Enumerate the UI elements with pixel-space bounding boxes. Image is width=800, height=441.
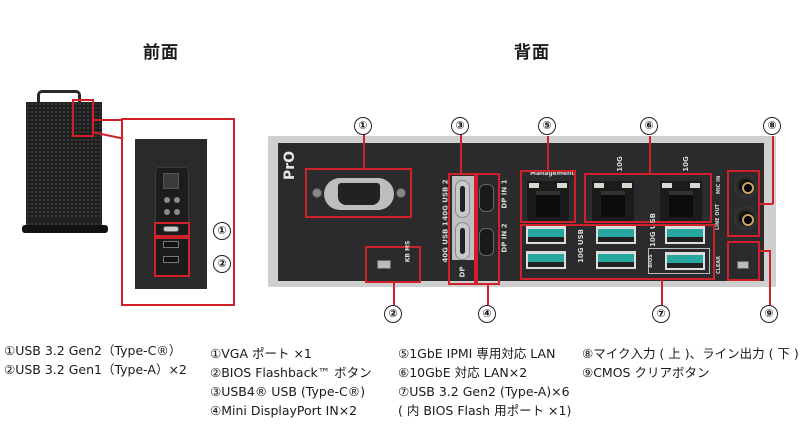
legend-item: ②USB 3.2 Gen1（Type-A）×2 bbox=[4, 362, 187, 377]
legend-back-col3: ⑧マイク入力 ( 上 )、ライン出力 ( 下 ) ⑨CMOS クリアボタン bbox=[582, 344, 799, 382]
lan-10g-label: 10G bbox=[681, 156, 690, 172]
lan-10g-port-1 bbox=[592, 181, 634, 223]
lan-10g-port-2 bbox=[660, 181, 702, 223]
callout-number-2: ② bbox=[384, 305, 402, 323]
usb-a-highlight bbox=[520, 224, 715, 280]
front-usb-c-port bbox=[163, 226, 179, 232]
callout-number-2: ② bbox=[213, 255, 231, 273]
tower-foot bbox=[22, 225, 108, 233]
callout-line bbox=[760, 203, 773, 205]
callout-number-9: ⑨ bbox=[760, 305, 778, 323]
brand-logo: PrO bbox=[282, 150, 298, 180]
usb-a-port bbox=[526, 251, 566, 269]
usb-a-port bbox=[526, 226, 566, 244]
callout-number-8: ⑧ bbox=[763, 117, 781, 135]
legend-item: ⑦USB 3.2 Gen2 (Type-A)×6 bbox=[398, 384, 570, 399]
legend-item: ⑤1GbE IPMI 専用対応 LAN bbox=[398, 346, 556, 361]
management-label: Management bbox=[530, 170, 575, 177]
callout-line bbox=[769, 250, 771, 305]
legend-back-col2: ⑤1GbE IPMI 専用対応 LAN ⑥10GbE 対応 LAN×2 ⑦USB… bbox=[398, 344, 571, 420]
cmos-highlight bbox=[727, 241, 760, 281]
usb-a-port bbox=[665, 226, 705, 244]
legend-front: ①USB 3.2 Gen2（Type-C®） ②USB 3.2 Gen1（Typ… bbox=[4, 341, 187, 379]
callout-line bbox=[92, 119, 123, 121]
legend-item: ②BIOS Flashback™ ボタン bbox=[210, 365, 372, 380]
ipmi-lan-port bbox=[527, 181, 569, 223]
front-io-zoom-frame bbox=[121, 118, 235, 306]
callout-number-7: ⑦ bbox=[652, 305, 670, 323]
callout-line bbox=[649, 136, 651, 173]
usb4-port-2 bbox=[455, 180, 470, 218]
mic-in-label: MIC IN bbox=[716, 175, 723, 195]
lan-10g-label: 10G bbox=[615, 156, 624, 172]
tower-body bbox=[26, 102, 102, 228]
clear-label: CLEAR bbox=[716, 256, 722, 274]
callout-line bbox=[460, 132, 462, 173]
callout-number-3: ③ bbox=[451, 117, 469, 135]
front-usb-c-highlight bbox=[154, 222, 190, 237]
legend-item: ①USB 3.2 Gen2（Type-C®） bbox=[4, 343, 182, 358]
vga-port bbox=[312, 178, 406, 210]
legend-item: ⑧マイク入力 ( 上 )、ライン出力 ( 下 ) bbox=[582, 346, 799, 361]
mini-dp-highlight bbox=[476, 173, 500, 285]
front-io-highlight bbox=[72, 99, 94, 137]
legend-item: ①VGA ポート ×1 bbox=[210, 346, 312, 361]
front-usb-a-highlight bbox=[154, 237, 190, 277]
callout-number-6: ⑥ bbox=[640, 117, 658, 135]
usb4-port-1 bbox=[455, 222, 470, 260]
callout-number-5: ⑤ bbox=[538, 117, 556, 135]
legend-item: ④Mini DisplayPort IN×2 bbox=[210, 403, 358, 418]
lan-10g-highlight bbox=[584, 173, 712, 223]
callout-line bbox=[661, 280, 663, 305]
front-usb-a-port bbox=[163, 256, 179, 263]
callout-number-1: ① bbox=[354, 117, 372, 135]
bios-flashback-highlight bbox=[365, 246, 421, 283]
vga-screw bbox=[396, 188, 406, 198]
vga-highlight bbox=[305, 168, 412, 218]
line-out-jack bbox=[736, 208, 756, 228]
tower-foot-upper bbox=[28, 218, 102, 222]
power-button bbox=[163, 173, 179, 189]
led-indicator bbox=[164, 197, 170, 203]
ipmi-lan-highlight bbox=[520, 170, 576, 223]
callout-number-4: ④ bbox=[478, 305, 496, 323]
callout-line bbox=[393, 283, 395, 305]
kb-ms-label: KB MS bbox=[404, 240, 412, 263]
tower-handle bbox=[37, 90, 81, 104]
callout-number-1: ① bbox=[213, 222, 231, 240]
legend-back-col1: ①VGA ポート ×1 ②BIOS Flashback™ ボタン ③USB4® … bbox=[210, 344, 372, 420]
cmos-clear-button bbox=[737, 261, 749, 269]
vga-connector bbox=[338, 183, 380, 205]
usb-a-port bbox=[596, 226, 636, 244]
callout-line bbox=[547, 136, 549, 170]
vga-screw bbox=[312, 188, 322, 198]
usb4-highlight bbox=[448, 173, 476, 285]
legend-item: ( 内 BIOS Flash 用ポート ×1) bbox=[398, 403, 572, 418]
front-usb-a-port bbox=[163, 241, 179, 248]
led-indicator bbox=[164, 209, 170, 215]
bios-flash-usb-port bbox=[665, 252, 705, 270]
callout-line bbox=[363, 132, 365, 168]
back-heading: 背面 bbox=[514, 43, 550, 63]
audio-highlight bbox=[727, 170, 760, 237]
dp-in-1-label: DP IN 1 bbox=[500, 179, 509, 209]
legend-item: ⑥10GbE 対応 LAN×2 bbox=[398, 365, 528, 380]
mini-dp-in-1 bbox=[479, 184, 494, 212]
callout-line bbox=[487, 285, 489, 305]
dp-in-2-label: DP IN 2 bbox=[500, 223, 509, 253]
mic-in-jack bbox=[736, 176, 756, 196]
tower-pc-image bbox=[22, 90, 108, 240]
front-heading: 前面 bbox=[143, 43, 179, 63]
callout-line bbox=[760, 250, 770, 252]
line-out-label: LINE OUT bbox=[715, 203, 722, 231]
bios-flash-port-frame bbox=[648, 248, 710, 274]
legend-item: ⑨CMOS クリアボタン bbox=[582, 365, 710, 380]
led-indicator bbox=[174, 209, 180, 215]
mini-dp-in-2 bbox=[479, 228, 494, 256]
bios-flashback-button bbox=[377, 260, 391, 269]
led-indicator bbox=[174, 197, 180, 203]
usb-a-port bbox=[596, 251, 636, 269]
callout-line bbox=[772, 136, 774, 204]
legend-item: ③USB4® USB (Type-C®) bbox=[210, 384, 366, 399]
